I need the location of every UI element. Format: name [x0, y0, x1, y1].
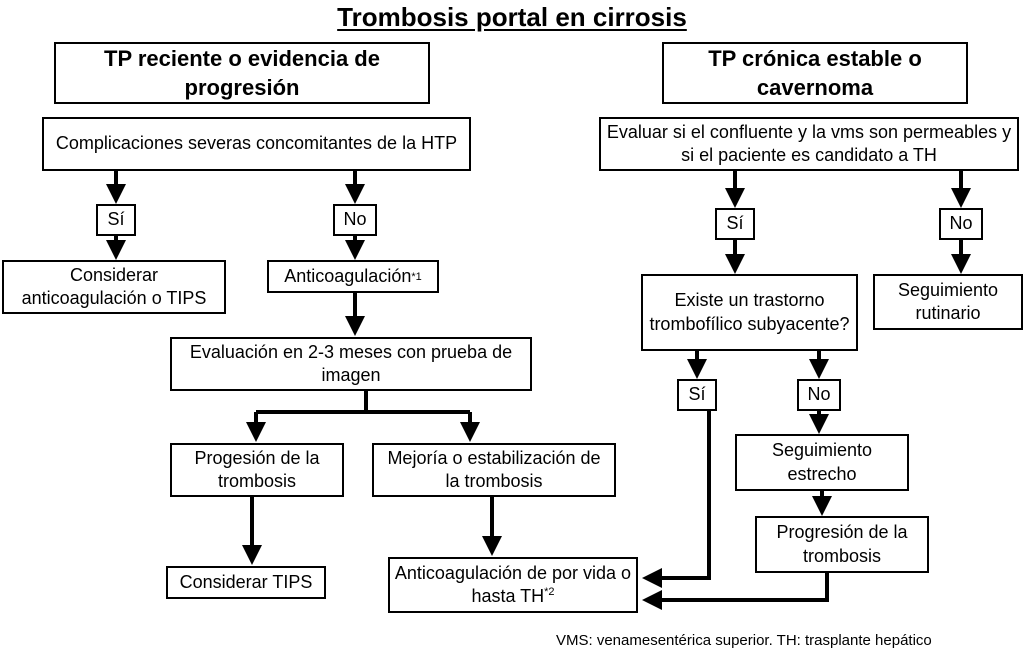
box-evaluacion: Evaluación en 2-3 meses con prueba de im…: [170, 337, 532, 391]
header-tp-cronica: TP crónica estable o cavernoma: [662, 42, 968, 104]
antico-vida-note: *2: [544, 586, 555, 598]
box-no-left: No: [333, 204, 377, 236]
box-antico-vida: Anticoagulación de por vida o hasta TH*2: [388, 557, 638, 613]
box-no2: No: [797, 379, 841, 411]
anticoagulacion-label: Anticoagulación: [284, 265, 412, 286]
box-trastorno: Existe un trastorno trombofílico subyace…: [641, 274, 858, 351]
edge-evaluacion-split: [256, 391, 470, 414]
box-progresion-right: Progresión de la trombosis: [755, 516, 929, 573]
box-si-right: Sí: [715, 208, 755, 240]
box-no-right: No: [939, 208, 983, 240]
edge-si2-antico: [642, 411, 711, 588]
box-si2: Sí: [677, 379, 717, 411]
box-evaluar: Evaluar si el confluente y la vms son pe…: [599, 117, 1019, 171]
antico-vida-label: Anticoagulación de por vida o hasta TH: [394, 562, 632, 606]
box-seguimiento-estrecho: Seguimiento estrecho: [735, 434, 909, 491]
header-tp-reciente: TP reciente o evidencia de progresión: [54, 42, 430, 104]
box-seguimiento-rutinario: Seguimiento rutinario: [873, 274, 1023, 330]
edge-progresion-antico: [642, 573, 829, 610]
footer-note: VMS: venamesentérica superior. TH: trasp…: [556, 632, 932, 649]
box-si-left: Sí: [96, 204, 136, 236]
box-considerar-antico-tips: Considerar anticoagulación o TIPS: [2, 260, 226, 314]
box-complicaciones: Complicaciones severas concomitantes de …: [42, 117, 471, 171]
box-considerar-tips: Considerar TIPS: [166, 566, 326, 599]
box-progesion: Progesión de la trombosis: [170, 443, 344, 497]
diagram-title: Trombosis portal en cirrosis: [337, 2, 687, 32]
box-anticoagulacion: Anticoagulación*1: [267, 260, 439, 293]
box-mejoria: Mejoría o estabilización de la trombosis: [372, 443, 616, 497]
